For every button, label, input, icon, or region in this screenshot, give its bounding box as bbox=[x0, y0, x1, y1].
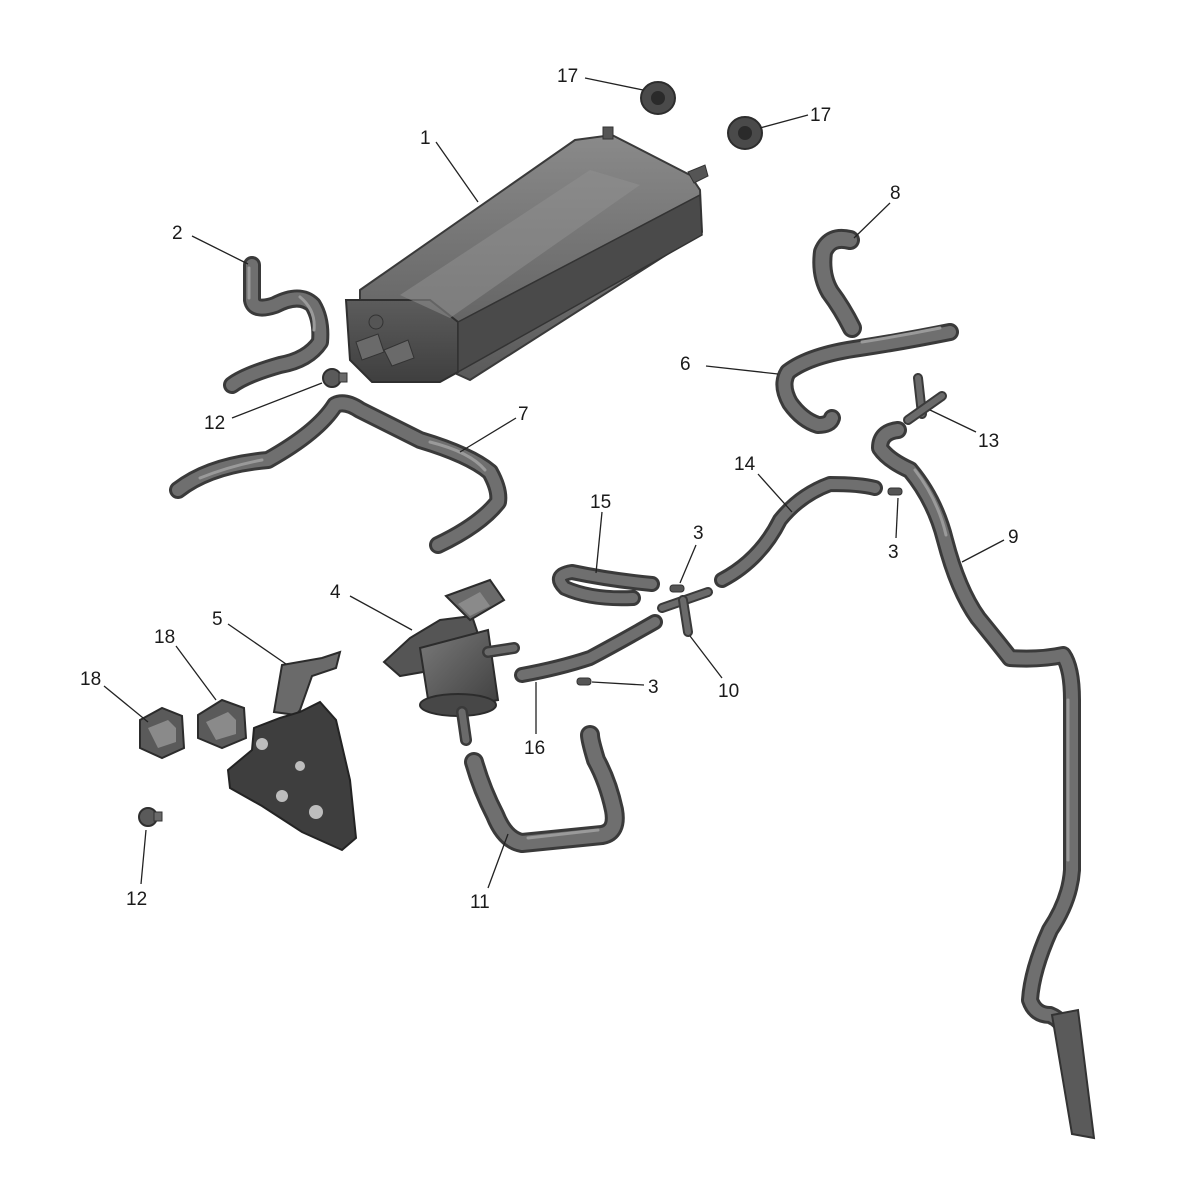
purge-valve-part-4 bbox=[382, 578, 520, 746]
callout-16: 16 bbox=[524, 738, 545, 759]
callout-6: 6 bbox=[680, 354, 691, 375]
callout-18-right: 18 bbox=[154, 627, 175, 648]
callout-15: 15 bbox=[590, 492, 611, 513]
callout-17-left: 17 bbox=[557, 66, 578, 87]
hose-part-7 bbox=[169, 394, 508, 554]
callout-18-left: 18 bbox=[80, 669, 101, 690]
callout-11: 11 bbox=[470, 892, 490, 913]
hose-part-2 bbox=[223, 256, 330, 394]
leader-lines bbox=[103, 77, 1005, 889]
callout-10: 10 bbox=[718, 681, 739, 702]
hose-part-9 bbox=[871, 421, 1096, 1140]
callout-12-upper: 12 bbox=[204, 413, 225, 434]
callout-2: 2 bbox=[172, 223, 183, 244]
clip-part-18-a bbox=[139, 706, 186, 760]
callout-7: 7 bbox=[518, 404, 529, 425]
callout-3-right: 3 bbox=[888, 542, 899, 563]
callout-3-lower: 3 bbox=[648, 677, 659, 698]
clip-part-18-b bbox=[197, 698, 248, 750]
hose-part-15 bbox=[551, 564, 660, 607]
rivet-part-12-b bbox=[138, 807, 163, 827]
callout-9: 9 bbox=[1008, 527, 1019, 548]
callout-14: 14 bbox=[734, 454, 756, 475]
clamp-part-3-a bbox=[669, 584, 685, 593]
canister-part bbox=[344, 126, 709, 383]
tee-fitting-part-13 bbox=[903, 373, 947, 425]
callout-13: 13 bbox=[978, 431, 999, 452]
hose-part-6 bbox=[775, 323, 959, 434]
callout-labels: 1 2 3 3 3 4 5 6 7 8 9 10 11 12 12 13 14 … bbox=[80, 66, 1019, 913]
callout-5: 5 bbox=[212, 609, 223, 630]
hose-part-11 bbox=[464, 725, 625, 853]
callout-12-lower: 12 bbox=[126, 889, 147, 910]
grommet-part-left bbox=[640, 81, 676, 115]
hose-part-14 bbox=[714, 476, 883, 588]
hose-part-16 bbox=[514, 614, 663, 683]
callout-3-upper: 3 bbox=[693, 523, 704, 544]
callout-8: 8 bbox=[890, 183, 901, 204]
tee-fitting-part-10 bbox=[657, 587, 713, 637]
bracket-part-5 bbox=[226, 650, 358, 852]
hose-part-8 bbox=[812, 228, 862, 338]
clamp-part-3-b bbox=[887, 487, 903, 496]
grommet-part-right bbox=[727, 116, 763, 150]
clamp-part-3-c bbox=[576, 677, 592, 686]
callout-17-right: 17 bbox=[810, 105, 831, 126]
rivet-part-12-a bbox=[322, 368, 348, 388]
callout-4: 4 bbox=[330, 582, 341, 603]
callout-1: 1 bbox=[420, 128, 431, 149]
